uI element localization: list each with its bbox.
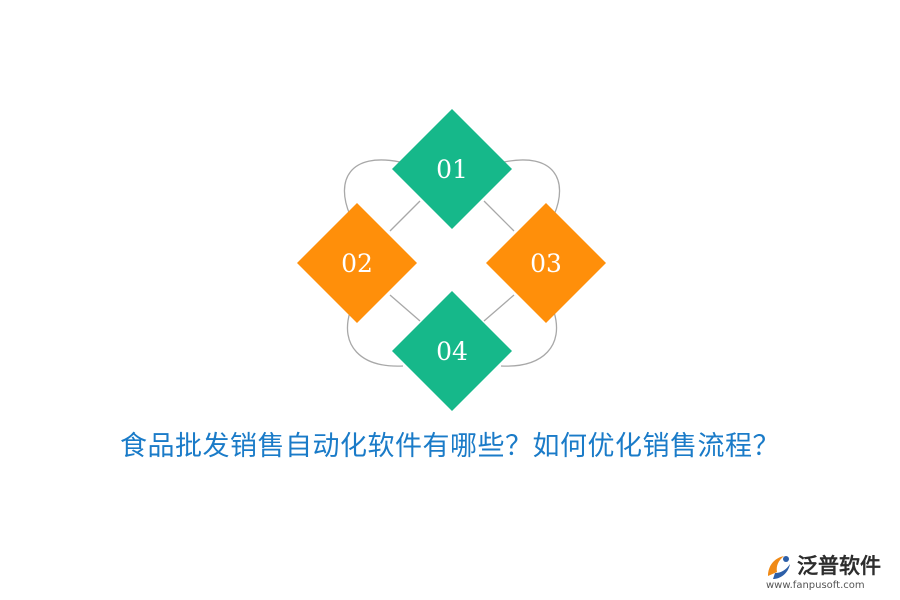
connector-link-01-03 <box>483 200 515 232</box>
node-01-label: 01 <box>436 155 468 184</box>
connector-link-02-04 <box>389 294 421 322</box>
connector-lines <box>343 159 561 367</box>
connector-arc-top-left <box>343 159 401 216</box>
node-04-diamond <box>392 291 512 411</box>
node-01-diamond <box>392 109 512 229</box>
logo-url: www.fanpusoft.com <box>766 580 865 591</box>
connector-arc-top-right <box>503 159 561 216</box>
connector-link-03-04 <box>483 294 515 322</box>
connector-arc-bottom-left <box>346 311 404 367</box>
connector-link-01-02 <box>389 200 421 232</box>
fanpu-logo-icon <box>768 556 790 579</box>
node-02-label: 02 <box>341 249 373 278</box>
node-01: 01 <box>392 109 512 229</box>
node-02-diamond <box>297 203 417 323</box>
caption-title: 食品批发销售自动化软件有哪些？如何优化销售流程？ <box>120 431 780 462</box>
connector-arc-bottom-right <box>500 311 558 367</box>
node-03: 03 <box>486 203 606 323</box>
node-03-label: 03 <box>530 249 562 278</box>
diamond-nodes: 01 02 03 04 <box>297 109 606 411</box>
node-04-label: 04 <box>436 337 468 366</box>
logo-name: 泛普软件 <box>797 554 881 578</box>
node-02: 02 <box>297 203 417 323</box>
node-03-diamond <box>486 203 606 323</box>
node-04: 04 <box>392 291 512 411</box>
company-logo: 泛普软件 www.fanpusoft.com <box>764 550 894 592</box>
